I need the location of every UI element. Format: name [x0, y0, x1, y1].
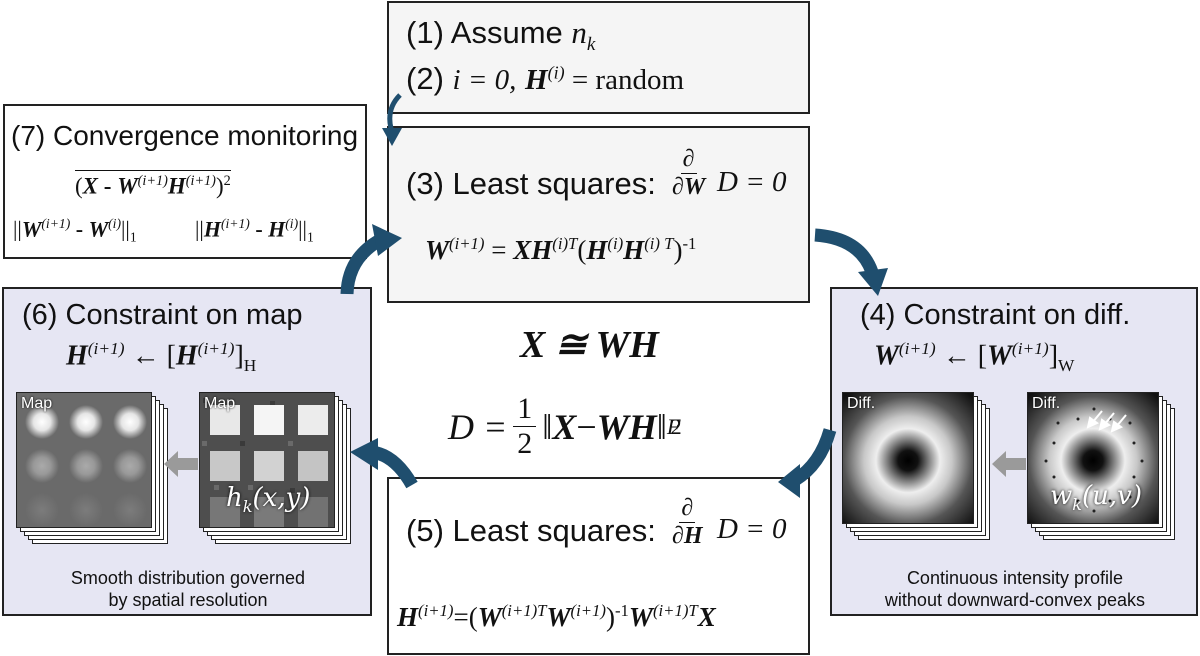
map-caption-line1: Smooth distribution governed — [70, 568, 306, 588]
step3-title: (3) Least squares: — [406, 166, 656, 201]
step1-var: nk — [571, 15, 596, 56]
diff-constraint-box: (4) Constraint on diff. W(i+1) ← [W(i+1)… — [830, 287, 1198, 616]
diff-image-1: Diff. — [842, 392, 974, 524]
step5-derivative: ∂∂H — [672, 495, 703, 549]
diff-image-2: Diff. wk(u,v) — [1027, 392, 1159, 524]
step2-H: H(i) = random — [525, 62, 685, 96]
map-label-1: Map — [21, 395, 53, 412]
step1-text: (1) Assume — [406, 15, 563, 50]
h-constraint-formula: H(i+1) ← [H(i+1)]H — [66, 339, 257, 375]
init-box: (1) Assume nk (2) i = 0, H(i) = random — [387, 1, 810, 114]
map-caption: Smooth distribution governed by spatial … — [4, 567, 372, 611]
step5-title: (5) Least squares: — [406, 513, 656, 548]
w-update-formula: W(i+1) = XH(i)T(H(i)H(i) T)-1 — [425, 234, 697, 265]
diff-image-stack-1: Diff. — [842, 392, 992, 552]
w-norm-formula: ||W(i+1) - W(i)||1 — [13, 216, 137, 245]
h-update-formula: H(i+1)=(W(i+1)TW(i+1))-1W(i+1)TX — [397, 601, 716, 632]
map-caption-line2: by spatial resolution — [108, 590, 268, 610]
step2-num: (2) — [406, 61, 444, 96]
least-squares-w-box: (3) Least squares: ∂∂W D = 0 W(i+1) = XH… — [387, 126, 810, 303]
step2-label: (2) i = 0, H(i) = random — [406, 61, 684, 97]
smooth-map-pattern-icon — [25, 405, 147, 527]
diffraction-spots-icon — [1044, 407, 1144, 513]
diff-image-stack-2: Diff. wk(u,v) — [1027, 392, 1177, 552]
step7-title: (7) Convergence monitoring — [11, 120, 359, 151]
arrow-4-to-5 — [791, 428, 837, 486]
diff-caption-line2: without downward-convex peaks — [884, 590, 1146, 610]
map-image-stack-2: Map hk(x,y) — [199, 392, 351, 552]
w-constraint-formula: W(i+1) ← [W(i+1)]W — [874, 339, 1075, 375]
diff-caption: Continuous intensity profile without dow… — [832, 567, 1198, 611]
w-k-function: wk(u,v) — [1050, 481, 1143, 515]
nmf-model: X ≅ WH — [520, 324, 659, 366]
diff-label-1: Diff. — [847, 395, 876, 412]
convergence-box: (7) Convergence monitoring (X - W(i+1)H(… — [3, 104, 367, 259]
arrow-3-to-4 — [814, 228, 879, 275]
map-image-2: Map hk(x,y) — [199, 392, 335, 528]
h-k-function: hk(x,y) — [226, 483, 311, 517]
step3-derivative: ∂∂W — [672, 146, 706, 200]
h-norm-formula: ||H(i+1) - H(i)||1 — [195, 216, 314, 245]
noisy-map-pattern-icon — [200, 393, 334, 527]
map-label-2: Map — [204, 395, 236, 412]
step3-rhs: D = 0 — [717, 166, 787, 198]
step4-title: (4) Constraint on diff. — [860, 299, 1131, 331]
map-image-stack-1: Map — [16, 392, 168, 552]
step6-title: (6) Constraint on map — [22, 299, 303, 331]
map-image-1: Map — [16, 392, 152, 528]
step5-rhs: D = 0 — [717, 513, 787, 545]
diff-label-2: Diff. — [1032, 395, 1061, 412]
least-squares-h-box: (5) Least squares: ∂∂H D = 0 H(i+1)=(W(i… — [387, 477, 810, 655]
objective-D: D = — [448, 406, 508, 447]
gray-left-arrow-icon — [992, 451, 1026, 477]
step2-i: i = 0, — [452, 64, 517, 96]
diff-caption-line1: Continuous intensity profile — [906, 568, 1124, 588]
mse-formula: (X - W(i+1)H(i+1))2 — [75, 170, 231, 200]
step1-label: (1) Assume nk — [406, 15, 595, 56]
gray-left-arrow-icon — [164, 451, 198, 477]
map-constraint-box: (6) Constraint on map H(i+1) ← [H(i+1)]H… — [2, 287, 372, 616]
